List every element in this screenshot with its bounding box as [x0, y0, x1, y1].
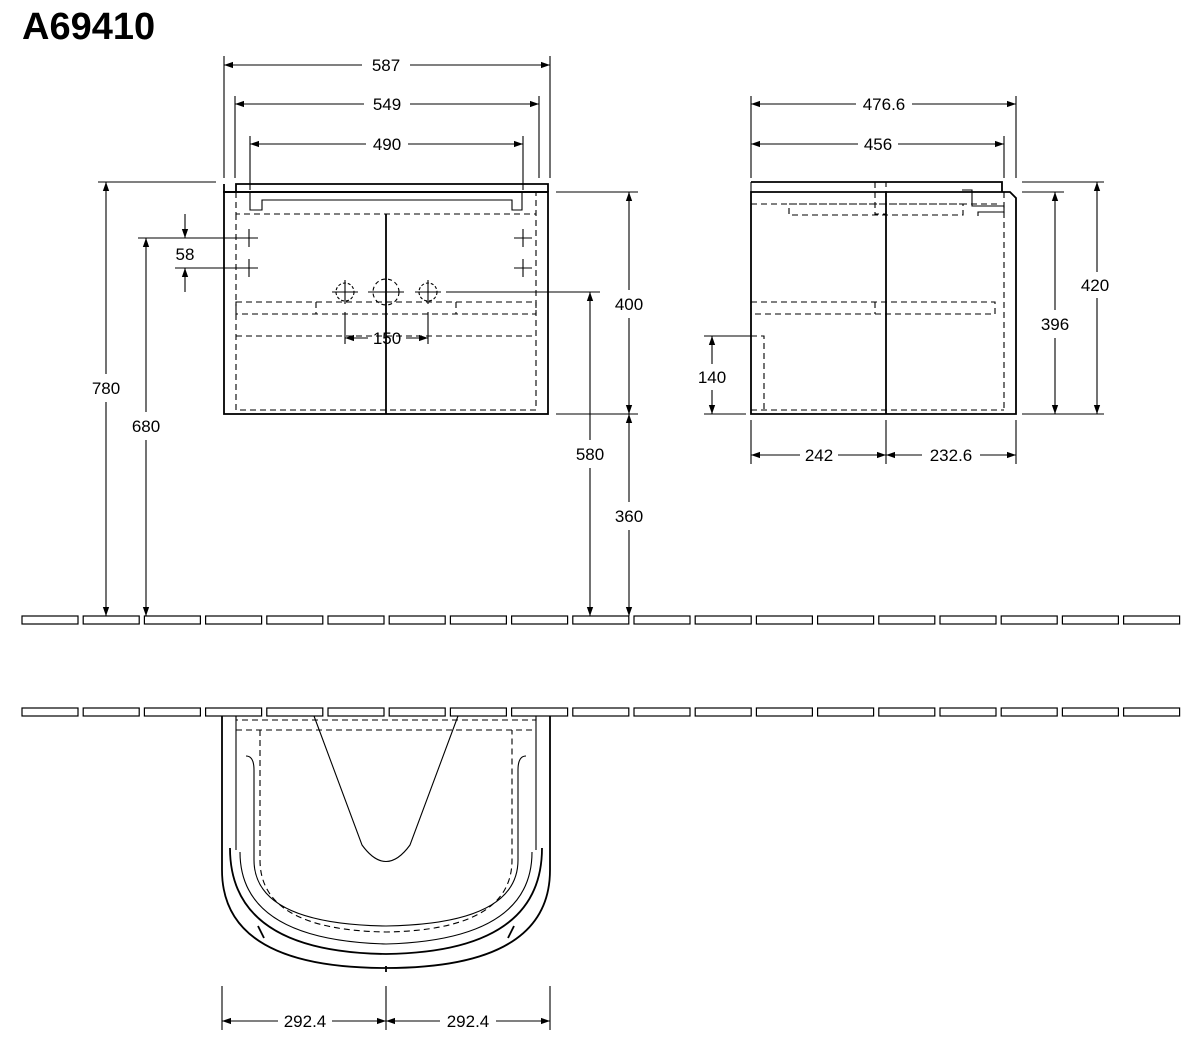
wall-tile: [327, 707, 385, 717]
dim-680: 680: [132, 417, 160, 436]
floor-tile: [694, 615, 752, 625]
wall-tile: [143, 707, 201, 717]
floor-tile: [572, 615, 630, 625]
dim-292-4-left: 292.4: [284, 1012, 327, 1031]
front-dimensions: [98, 56, 638, 616]
floor-tile: [143, 615, 201, 625]
dim-400: 400: [615, 295, 643, 314]
dim-490: 490: [373, 135, 401, 154]
floor-tile: [878, 615, 936, 625]
floor-tile: [327, 615, 385, 625]
dim-242: 242: [805, 446, 833, 465]
wall-tile: [694, 707, 752, 717]
wall-line: [21, 707, 1181, 717]
floor-tile: [266, 615, 324, 625]
dim-360: 360: [615, 507, 643, 526]
dimension-labels: 587 549 490 58 150 780 680 400 580 360 4…: [92, 56, 1109, 1031]
dim-396: 396: [1041, 315, 1069, 334]
dim-580: 580: [576, 445, 604, 464]
floor-tile: [1122, 615, 1181, 625]
wall-tile: [816, 707, 875, 717]
wall-tile: [82, 707, 140, 717]
wall-tile: [205, 707, 263, 717]
wall-tile: [266, 707, 324, 717]
dim-456: 456: [864, 135, 892, 154]
floor-tile: [511, 615, 569, 625]
floor-tile: [1000, 615, 1058, 625]
floor-tile: [755, 615, 814, 625]
wall-tile: [511, 707, 569, 717]
wall-tile: [1000, 707, 1058, 717]
side-dimensions: [704, 96, 1104, 464]
floor-tile: [449, 615, 507, 625]
plan-dimensions: [221, 986, 551, 1030]
floor-tile: [82, 615, 140, 625]
wall-tile: [1122, 707, 1181, 717]
dim-58: 58: [176, 245, 195, 264]
wall-tile: [1061, 707, 1120, 717]
dim-232-6: 232.6: [930, 446, 973, 465]
wall-tile: [388, 707, 446, 717]
floor-tile: [21, 615, 79, 625]
wall-tile: [633, 707, 691, 717]
wall-tile: [878, 707, 936, 717]
dim-420: 420: [1081, 276, 1109, 295]
wall-tile: [21, 707, 79, 717]
floor-tile: [816, 615, 875, 625]
dim-587: 587: [372, 56, 400, 75]
wall-tile: [572, 707, 630, 717]
dim-150: 150: [373, 329, 401, 348]
wall-tile: [449, 707, 507, 717]
plan-view: [221, 715, 551, 972]
wall-tile: [939, 707, 997, 717]
floor-tile: [205, 615, 263, 625]
front-view: [223, 183, 600, 415]
floor-tile: [1061, 615, 1120, 625]
dim-292-4-right: 292.4: [447, 1012, 490, 1031]
side-view: [750, 181, 1017, 415]
dim-140: 140: [698, 368, 726, 387]
dim-549: 549: [373, 95, 401, 114]
floor-tile: [633, 615, 691, 625]
dim-780: 780: [92, 379, 120, 398]
floor-tile: [388, 615, 446, 625]
floor-line: [21, 615, 1181, 625]
dim-476-6: 476.6: [863, 95, 906, 114]
drawing-title: A69410: [22, 6, 156, 48]
floor-tile: [939, 615, 997, 625]
wall-tile: [755, 707, 814, 717]
